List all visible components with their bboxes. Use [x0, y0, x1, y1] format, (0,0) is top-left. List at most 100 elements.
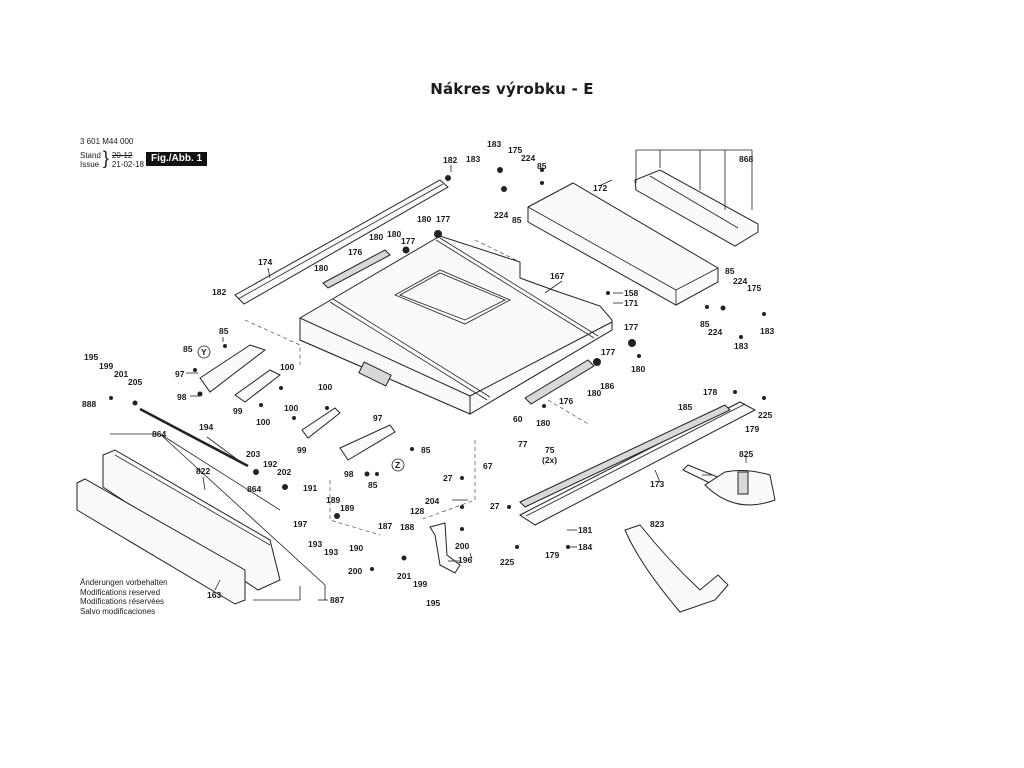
- callout: 197: [293, 519, 307, 529]
- callout: 200: [455, 541, 469, 551]
- callout: 100: [318, 382, 332, 392]
- miter-gauge-825: [682, 464, 776, 506]
- bracket-99-right: [301, 407, 341, 439]
- callout: 97: [373, 413, 383, 423]
- slide-176-top: [322, 249, 391, 289]
- callout: 188: [400, 522, 414, 532]
- callout: 189: [340, 503, 354, 513]
- callout: 100: [280, 362, 294, 372]
- callout: 183: [760, 326, 774, 336]
- part-number: 3 601 M44 000: [80, 137, 134, 146]
- callout: 177: [624, 322, 638, 332]
- figure-badge: Fig./Abb. 1: [146, 152, 208, 166]
- callout: 77: [518, 439, 528, 449]
- callout: 193: [308, 539, 322, 549]
- callout: 85: [183, 344, 193, 354]
- callout: 180: [417, 214, 431, 224]
- callout: 97: [175, 369, 185, 379]
- callout: 182: [212, 287, 226, 297]
- callout: 225: [758, 410, 772, 420]
- callout: 823: [650, 519, 664, 529]
- callout: 180: [631, 364, 645, 374]
- callout: 163: [207, 590, 221, 600]
- rod-194: [139, 407, 249, 468]
- callout: 98: [344, 469, 354, 479]
- callout: 181: [578, 525, 592, 535]
- callout: 864: [152, 429, 166, 439]
- callout: 99: [297, 445, 307, 455]
- slide-176-bottom: [524, 359, 595, 405]
- callout: 60: [513, 414, 523, 424]
- rack-185: [519, 404, 731, 508]
- callout: 180: [314, 263, 328, 273]
- blade-guard-823: [624, 524, 729, 613]
- callout: 85: [219, 326, 229, 336]
- callout: 176: [348, 247, 362, 257]
- callout: 191: [303, 483, 317, 493]
- callout: 187: [378, 521, 392, 531]
- callout: 194: [199, 422, 213, 432]
- revision-block: Stand Issue } 20-12 21-02-18: [80, 148, 144, 169]
- callout: 167: [550, 271, 564, 281]
- callout: 192: [263, 459, 277, 469]
- note-line: Änderungen vorbehalten: [80, 578, 168, 587]
- callout: 180: [387, 229, 401, 239]
- issue-label: Issue: [80, 160, 100, 169]
- callout: 99: [233, 406, 243, 416]
- callout: 179: [745, 424, 759, 434]
- callout: 67: [483, 461, 493, 471]
- marker-z-circle: [391, 458, 405, 472]
- callout: 128: [410, 506, 424, 516]
- callout: 183: [734, 341, 748, 351]
- callout: 180: [587, 388, 601, 398]
- stand-label: Stand: [80, 151, 101, 160]
- callout: 199: [99, 361, 113, 371]
- callout: 176: [559, 396, 573, 406]
- rail-174: [234, 179, 449, 305]
- callout: 189: [326, 495, 340, 505]
- fence-163: [76, 478, 246, 605]
- issue-value: 21-02-18: [111, 160, 144, 169]
- callout: 199: [413, 579, 427, 589]
- callout: 27: [443, 473, 453, 483]
- callout: Y: [201, 347, 207, 357]
- callout: Z: [395, 460, 400, 470]
- callout: 200: [348, 566, 362, 576]
- callout: 224: [494, 210, 508, 220]
- callout: 196: [458, 555, 472, 565]
- document-header: 3 601 M44 000 Stand Issue } 20-12 21-02-…: [80, 137, 144, 169]
- callout: 224: [733, 276, 747, 286]
- callout: 887: [330, 595, 344, 605]
- callout: 195: [84, 352, 98, 362]
- callout: 182: [443, 155, 457, 165]
- callout: 186: [600, 381, 614, 391]
- callout: 85: [700, 319, 710, 329]
- callout: 825: [739, 449, 753, 459]
- callout: 193: [324, 547, 338, 557]
- leader-lines: [110, 165, 747, 601]
- callout: 205: [128, 377, 142, 387]
- note-line: Modifications reserved: [80, 587, 161, 597]
- callout: 98: [177, 392, 187, 402]
- callout: 85: [421, 445, 431, 455]
- callout: 100: [256, 417, 270, 427]
- brace-glyph: }: [102, 148, 109, 168]
- callout: 224: [521, 153, 535, 163]
- note-line: Salvo modificaciones: [80, 606, 156, 616]
- callout: 204: [425, 496, 439, 506]
- callout: 888: [82, 399, 96, 409]
- callout: 75: [545, 445, 555, 455]
- guide-lines: [244, 239, 591, 536]
- modification-notes: Änderungen vorbehalten Modifications res…: [80, 578, 168, 616]
- callout: 202: [277, 467, 291, 477]
- callout: 864: [247, 484, 261, 494]
- plate-868: [634, 149, 759, 247]
- callout: 225: [500, 557, 514, 567]
- page-title: Nákres výrobku - E: [430, 80, 594, 98]
- note-line: Modifications réservées: [80, 597, 165, 606]
- callout: 100: [284, 403, 298, 413]
- callout: 85: [512, 215, 522, 225]
- callout: 203: [246, 449, 260, 459]
- callout: 174: [258, 257, 272, 267]
